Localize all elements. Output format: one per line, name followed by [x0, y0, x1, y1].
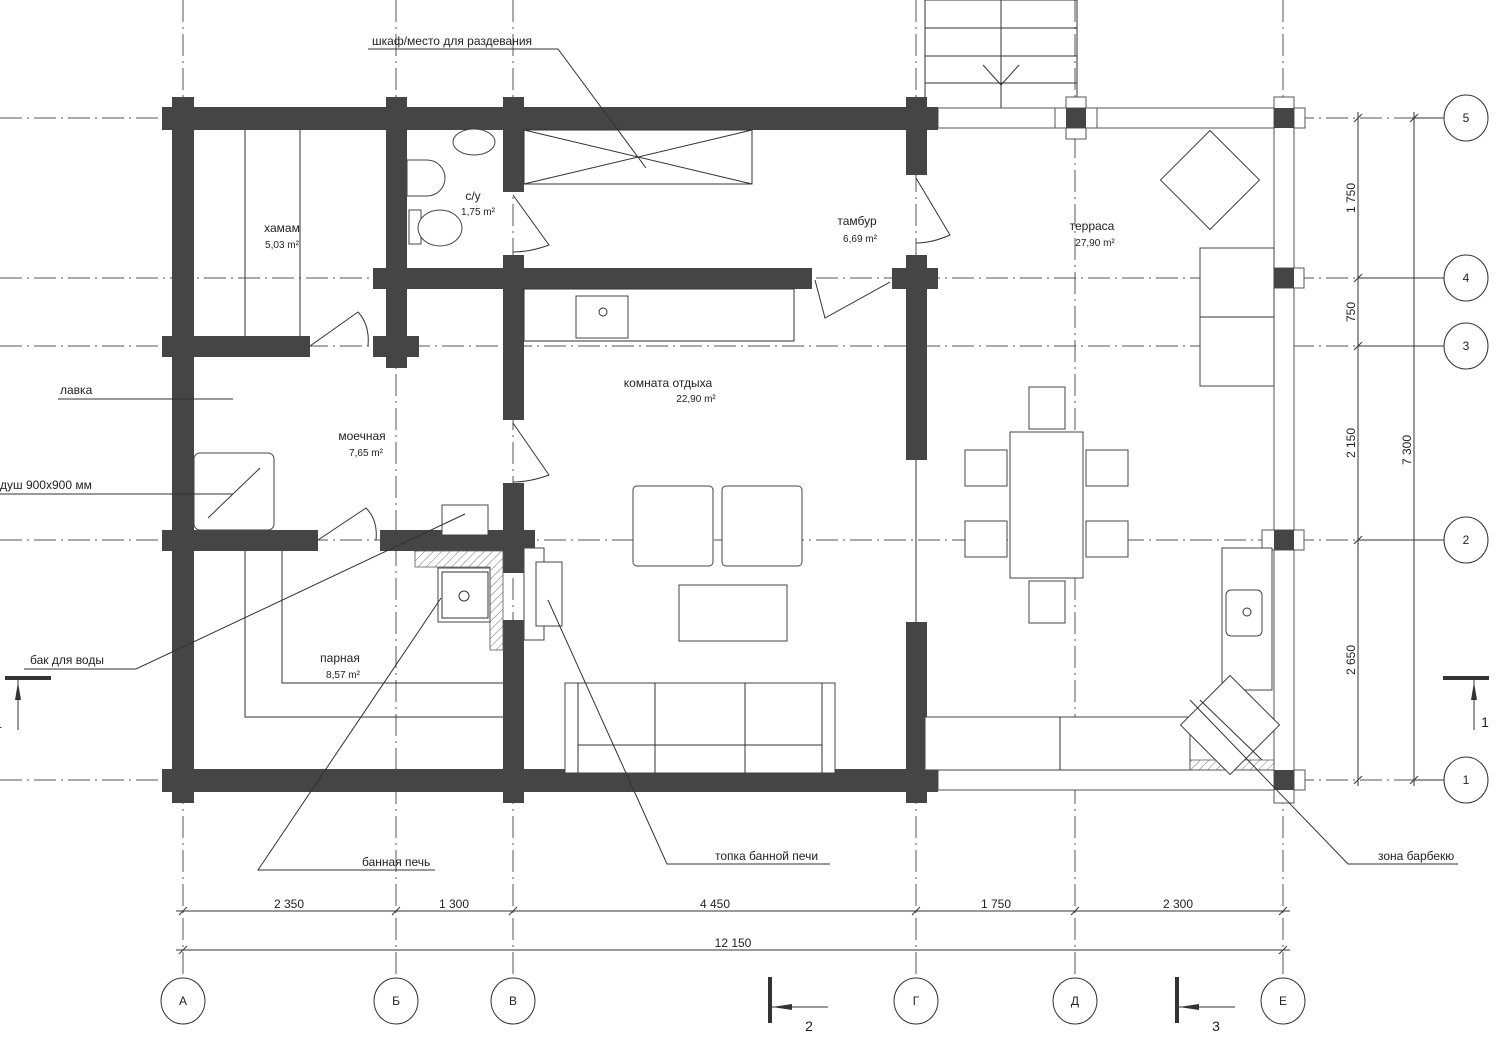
dim-h-1: 2 350: [274, 897, 304, 911]
callout-sauna-stove: банная печь: [362, 855, 430, 869]
svg-text:2: 2: [1463, 533, 1470, 547]
axis-bubble-4: 4: [1443, 254, 1489, 302]
room-vestibule-area: 6,69 m²: [843, 234, 878, 245]
svg-text:В: В: [509, 994, 517, 1008]
section-1-right: 1: [1481, 714, 1489, 730]
section-1-left: 1: [0, 715, 2, 731]
room-labels: хамам 5,03 m² с/у 1,75 m² тамбур 6,69 m²…: [264, 189, 1115, 681]
room-washroom-area: 7,65 m²: [349, 448, 384, 459]
dim-v-total: 7 300: [1400, 435, 1414, 465]
svg-text:Г: Г: [913, 994, 920, 1008]
terrace-beams: [915, 96, 1306, 804]
dimensions: 2 350 1 300 4 450 1 750 2 300 12 150 1 7…: [176, 112, 1419, 955]
axis-bubble-1: 1: [1443, 756, 1489, 804]
room-hamam-area: 5,03 m²: [265, 240, 300, 251]
dim-h-5: 2 300: [1163, 897, 1193, 911]
callout-water-tank: бак для воды: [30, 653, 104, 667]
room-vestibule-name: тамбур: [837, 214, 877, 228]
axis-bubble-V: В: [490, 977, 536, 1025]
dim-h-2: 1 300: [439, 897, 469, 911]
room-washroom-name: моечная: [338, 429, 385, 443]
svg-text:4: 4: [1463, 271, 1470, 285]
svg-text:5: 5: [1463, 111, 1470, 125]
svg-text:Б: Б: [392, 994, 400, 1008]
section-2: 2: [805, 1018, 813, 1034]
dim-v-2: 750: [1344, 302, 1358, 322]
axis-bubble-3: 3: [1443, 322, 1489, 370]
axis-bubble-5: 5: [1443, 94, 1489, 142]
furniture: [193, 128, 1281, 776]
dim-v-4: 2 650: [1344, 645, 1358, 675]
doors: [309, 177, 951, 541]
svg-text:Е: Е: [1279, 994, 1287, 1008]
callouts: шкаф/место для раздевания лавка душ 900x…: [0, 34, 1458, 871]
callout-wardrobe: шкаф/место для раздевания: [372, 34, 532, 48]
axis-bubble-G: Г: [893, 977, 939, 1025]
room-steam-name: парная: [320, 651, 360, 665]
dim-v-1: 1 750: [1344, 183, 1358, 213]
room-lounge-area: 22,90 m²: [676, 394, 716, 405]
log-walls: [162, 97, 938, 803]
section-3: 3: [1212, 1018, 1220, 1034]
axis-markers: А Б В Г Д Е 5 4 3 2 1: [160, 94, 1489, 1025]
axis-bubble-E: Е: [1260, 977, 1306, 1025]
svg-text:А: А: [179, 994, 187, 1008]
callout-bbq-zone: зона барбекю: [1378, 849, 1454, 863]
axis-bubble-2: 2: [1443, 516, 1489, 564]
svg-text:1: 1: [1463, 773, 1470, 787]
axis-bubble-B: Б: [373, 977, 419, 1025]
dim-h-total: 12 150: [715, 936, 752, 950]
axis-bubble-A: А: [160, 977, 206, 1025]
dim-h-4: 1 750: [981, 897, 1011, 911]
dim-v-3: 2 150: [1344, 428, 1358, 458]
callout-bench: лавка: [60, 383, 93, 397]
callout-stove-firebox: топка банной печи: [715, 849, 818, 863]
room-wc-name: с/у: [465, 189, 480, 203]
room-steam-area: 8,57 m²: [326, 670, 361, 681]
section-marks: 1 1 2 3: [0, 676, 1489, 1034]
callout-shower: душ 900x900 мм: [0, 478, 92, 492]
room-hamam-name: хамам: [264, 221, 300, 235]
room-wc-area: 1,75 m²: [461, 207, 496, 218]
dim-h-3: 4 450: [700, 897, 730, 911]
axis-bubble-D: Д: [1052, 977, 1098, 1025]
svg-text:Д: Д: [1071, 994, 1079, 1008]
room-lounge-name: комната отдыха: [624, 376, 713, 390]
stairs: [924, 0, 1078, 109]
svg-text:3: 3: [1463, 339, 1470, 353]
room-terrace-area: 27,90 m²: [1075, 238, 1115, 249]
room-terrace-name: терраса: [1070, 219, 1115, 233]
